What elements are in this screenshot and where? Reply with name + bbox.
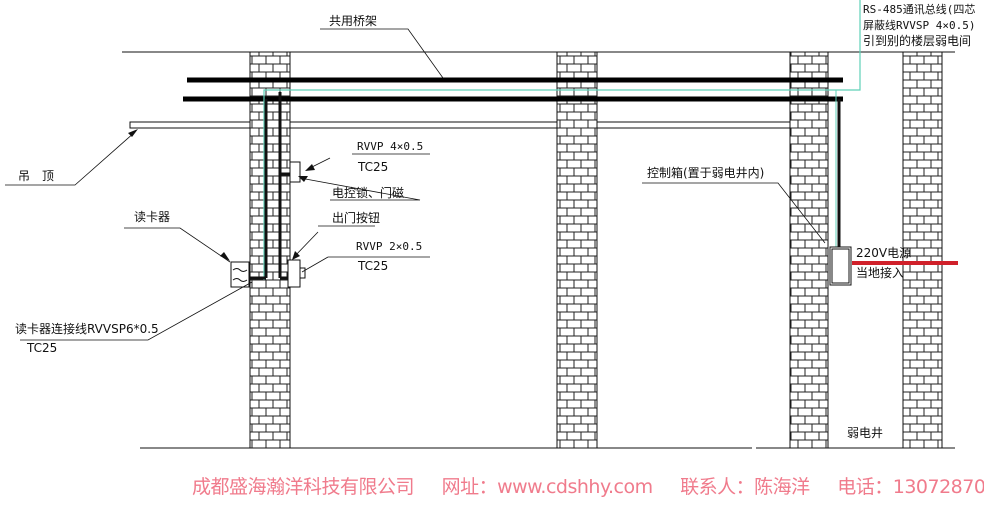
arrowheads bbox=[128, 129, 315, 261]
exit-button-device bbox=[287, 259, 306, 288]
suspended-ceiling bbox=[129, 121, 791, 129]
rvvp2-label: RVVP 2×0.5 bbox=[356, 240, 422, 253]
brick-column-1 bbox=[249, 51, 291, 449]
contact-person: 联系人：陈海洋 bbox=[680, 476, 810, 498]
control-box-label: 控制箱(置于弱电井内) bbox=[647, 165, 764, 180]
brick-column-2 bbox=[556, 51, 598, 449]
exit-button-label: 出门按钮 bbox=[332, 210, 380, 225]
website: 网址：www.cdshhy.com bbox=[441, 476, 654, 498]
power-label-line2: 当地接入 bbox=[856, 265, 904, 280]
brick-column-3 bbox=[789, 51, 829, 449]
lock-label: 电控锁、门磁 bbox=[332, 185, 404, 200]
tc25-label-a: TC25 bbox=[357, 160, 388, 174]
reader-cable-label: 读卡器连接线RVVSP6*0.5 bbox=[15, 321, 159, 336]
company-footer: 成都盛海瀚洋科技有限公司 网址：www.cdshhy.com 联系人：陈海洋 电… bbox=[192, 472, 984, 499]
rs485-bus-line bbox=[263, 0, 861, 280]
company-name: 成都盛海瀚洋科技有限公司 bbox=[192, 476, 415, 498]
leader-lines bbox=[5, 28, 826, 341]
phone: 电话：13072870093 bbox=[837, 476, 984, 498]
rvvp4-label: RVVP 4×0.5 bbox=[357, 140, 423, 153]
brick-column-4 bbox=[902, 51, 943, 449]
power-label-line1: 220V电源 bbox=[856, 246, 911, 260]
rs485-label-line2: 屏蔽线RVVSP 4×0.5) bbox=[863, 18, 975, 32]
card-reader-device bbox=[230, 261, 250, 288]
ceiling-label: 吊 顶 bbox=[18, 169, 54, 183]
electric-lock-device bbox=[289, 161, 301, 183]
card-reader-label: 读卡器 bbox=[134, 210, 170, 224]
tc25-label-b: TC25 bbox=[357, 259, 388, 273]
rs485-label-line1: RS-485通讯总线(四芯 bbox=[863, 2, 975, 16]
rs485-label-line3: 引到别的楼层弱电间 bbox=[863, 33, 971, 48]
tc25-label-c: TC25 bbox=[26, 341, 57, 355]
control-box bbox=[829, 246, 852, 286]
shared-tray-label: 共用桥架 bbox=[329, 14, 377, 28]
shaft-label: 弱电井 bbox=[847, 426, 883, 440]
